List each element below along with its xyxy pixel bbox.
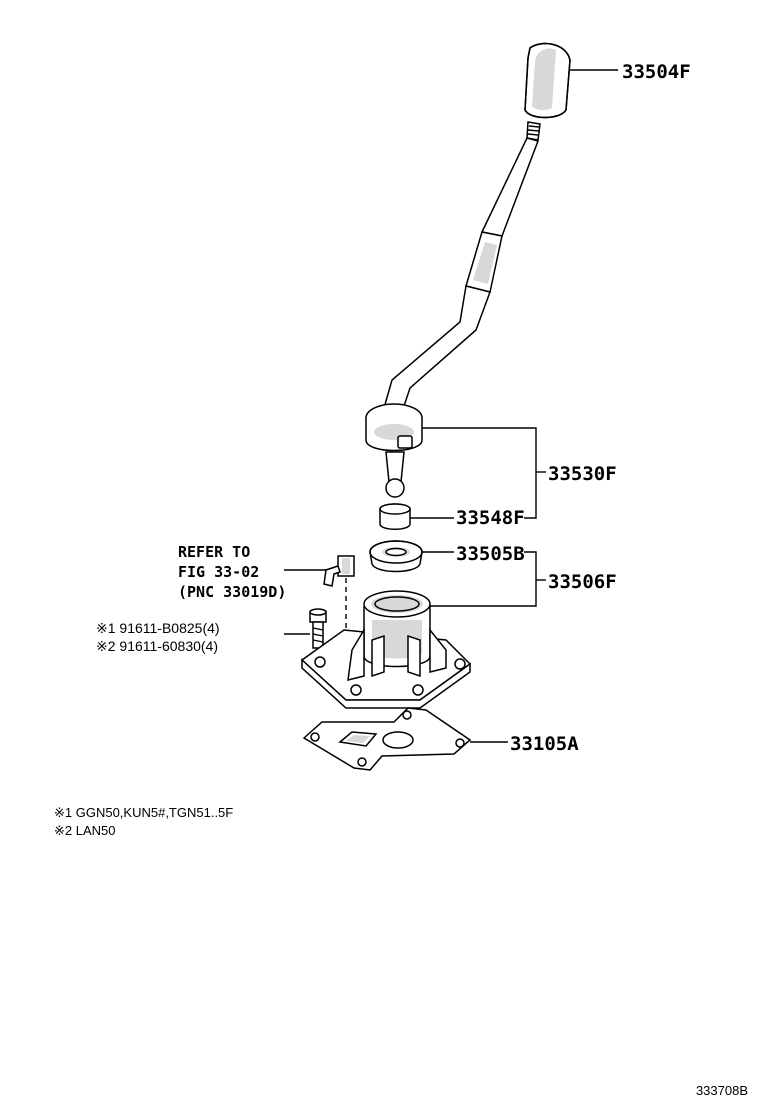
bolt-part-number-2: ※2 91611-60830(4) — [96, 638, 218, 654]
gasket[interactable] — [302, 707, 472, 771]
shift-lever[interactable] — [365, 121, 541, 498]
part-number-33506f: 33506F — [548, 571, 617, 593]
part-number-33105a: 33105A — [510, 733, 579, 755]
bushing[interactable] — [379, 503, 411, 530]
refer-line-3: (PNC 33019D) — [178, 583, 286, 601]
figure-code: 333708B — [696, 1083, 748, 1098]
applicability-note-1: ※1 GGN50,KUN5#,TGN51..5F — [54, 805, 233, 820]
part-number-33504f: 33504F — [622, 61, 691, 83]
applicability-note-2: ※2 LAN50 — [54, 823, 115, 838]
refer-line-1: REFER TO — [178, 543, 250, 561]
shift-lever-retainer[interactable] — [300, 590, 472, 709]
breather-plug[interactable] — [323, 555, 355, 587]
refer-line-2: FIG 33-02 — [178, 563, 259, 581]
bolt[interactable] — [309, 608, 327, 649]
part-number-33505b: 33505B — [456, 543, 525, 565]
boot-seal[interactable] — [369, 540, 423, 573]
part-number-33530f: 33530F — [548, 463, 617, 485]
bolt-part-number-1: ※1 91611-B0825(4) — [96, 620, 220, 636]
shift-knob[interactable] — [524, 42, 571, 119]
part-number-33548f: 33548F — [456, 507, 525, 529]
